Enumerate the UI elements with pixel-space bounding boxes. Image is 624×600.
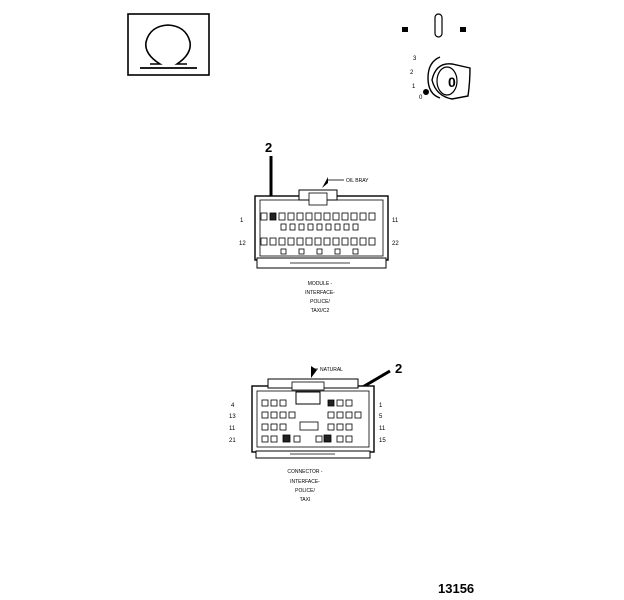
pin-number-label: 22 [392,241,399,247]
ignition-position-label: 3 [413,56,417,62]
terminal-row [260,237,376,246]
figure-number: 13156 [438,581,474,596]
terminal-row [261,411,362,419]
connector-caption: POLICE/ [310,299,330,305]
pin-number-label: 13 [229,414,236,420]
terminal-row [261,434,353,443]
ignition-position-label: 0 [419,95,423,101]
terminal-row [260,212,376,221]
connector-caption: TAXI/C2 [311,308,330,314]
connector-color-label: OIL BRAY [346,178,369,184]
pin-number-label: 5 [379,414,383,420]
terminal-row [280,248,359,255]
ignition-position-label: 2 [410,70,414,76]
connector-caption: INTERFACE- [290,479,320,485]
ignition-key-icon: 3 2 1 0 0 [402,13,471,101]
terminal-row [261,421,353,431]
pin-number-label: 21 [229,438,236,444]
pin-number-label: 1 [379,403,383,409]
terminal-row [280,223,359,231]
omega-symbol-icon [127,13,210,76]
pin-number-label: 11 [379,426,386,432]
ignition-position-label: 1 [412,84,416,90]
pin-number-label: 11 [229,426,236,432]
connector-interface: NATURAL 2 [229,361,402,503]
pin-number-label: 12 [239,241,246,247]
connector-caption: CONNECTOR - [287,469,323,475]
connector-caption: TAXI [300,497,311,503]
pin-number-label: 4 [231,403,235,409]
ignition-key-digit: 0 [448,74,456,90]
pin-number-label: 1 [240,218,244,224]
pin-number-label: 11 [392,218,399,224]
pin-number-label: 15 [379,438,386,444]
connector-caption: MODULE - [308,281,333,287]
callout-number: 2 [265,140,272,155]
callout-number: 2 [395,361,402,376]
connector-color-label: NATURAL [320,367,343,373]
connector-caption: POLICE/ [295,488,315,494]
module-interface-connector: 2 OIL BRAY [239,140,399,314]
terminal-row [261,399,353,407]
connector-caption: INTERFACE- [305,290,335,296]
